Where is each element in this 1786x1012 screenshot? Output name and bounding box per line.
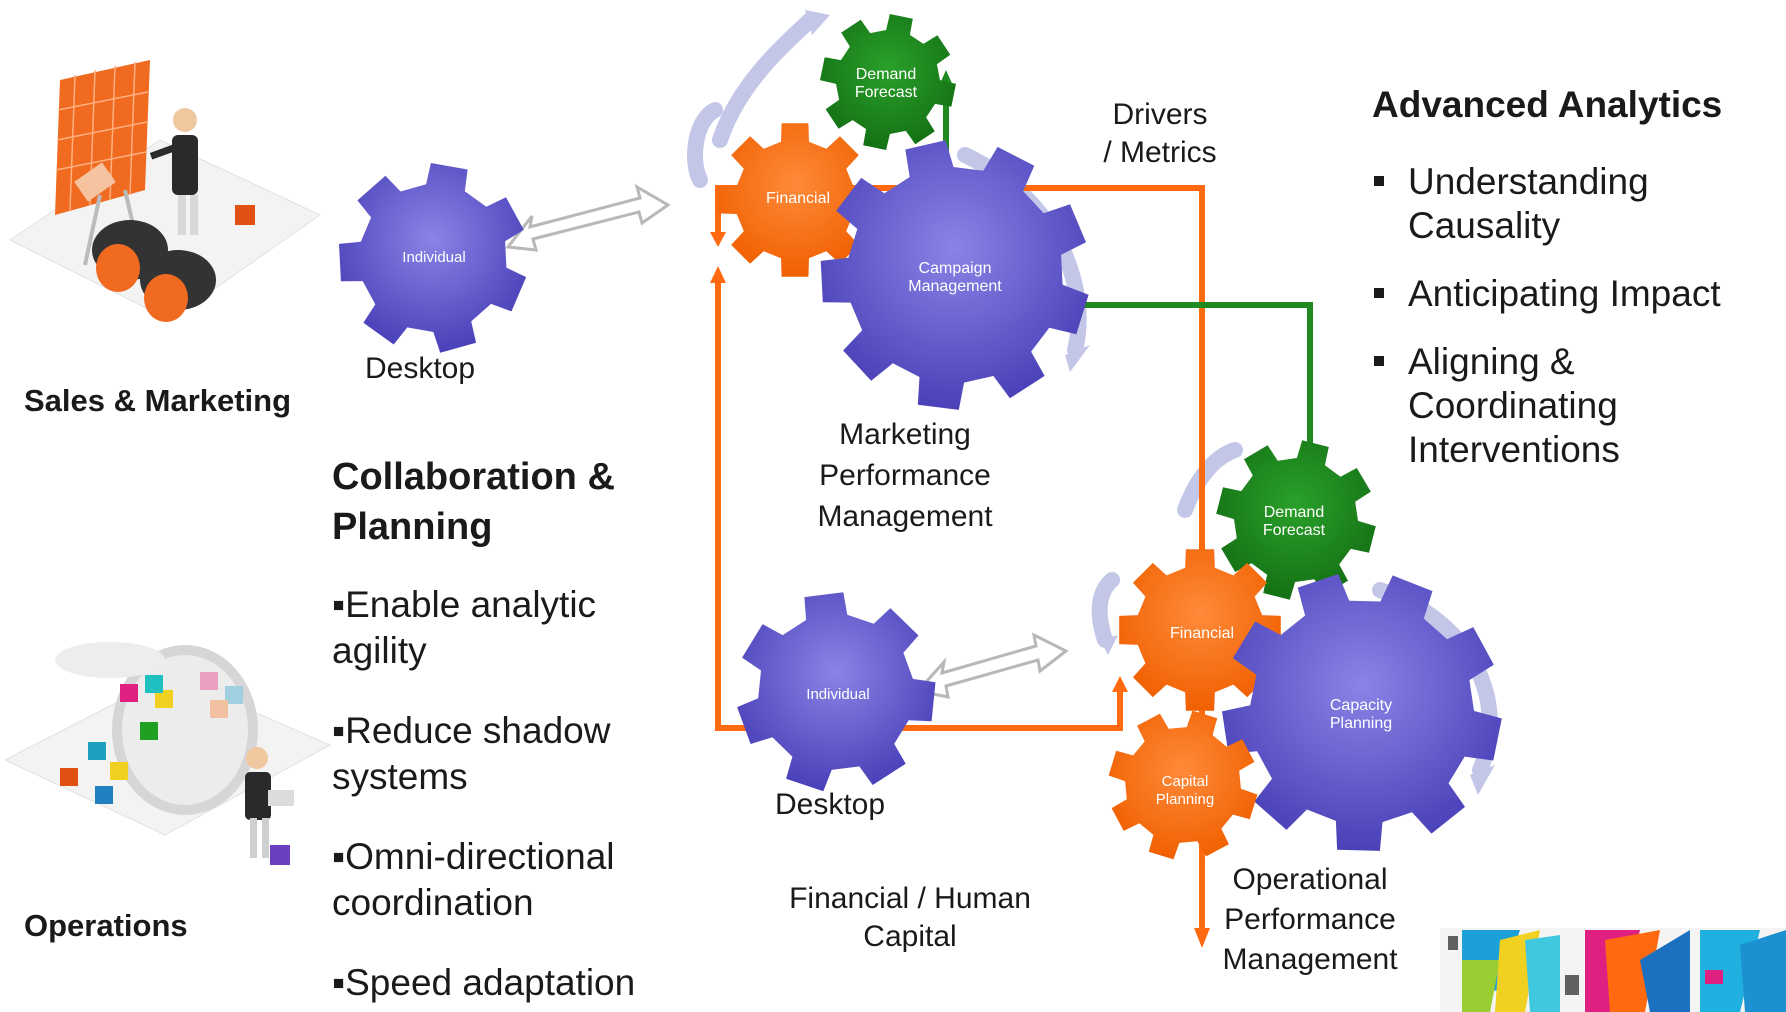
campaign-line1: Campaign	[918, 260, 992, 277]
operations-illustration	[3, 642, 332, 865]
collab-item-3: ▪Omni-directional coordination	[332, 834, 635, 960]
fhc-line2: Capital	[863, 920, 957, 953]
operations-label: Operations	[24, 908, 188, 943]
opm-line2: Performance	[1224, 903, 1396, 936]
demand-top-line2: Forecast	[854, 84, 918, 101]
collaboration-title-line2: Planning	[332, 506, 493, 548]
gear-label-demand-bottom: Demand Forecast	[1244, 504, 1344, 540]
gear-label-campaign: Campaign Management	[885, 260, 1025, 296]
gear-label-capacity: Capacity Planning	[1296, 697, 1426, 733]
collab-item-4-line1: ▪Speed adaptation	[332, 962, 636, 1003]
demand-top-line1: Demand	[855, 66, 917, 83]
bullet-square-icon	[1374, 288, 1384, 298]
collaboration-title: Collaboration & Planning	[332, 452, 615, 552]
mpm-line3: Management	[817, 500, 993, 533]
collab-item-2-line2: systems	[332, 756, 468, 797]
sales-marketing-label: Sales & Marketing	[24, 383, 292, 418]
collab-item-3-line1: ▪Omni-directional	[332, 836, 615, 877]
advanced-item-1-line1: Understanding	[1408, 161, 1649, 202]
advanced-item-2-line1: Anticipating Impact	[1408, 273, 1721, 314]
collab-item-1: ▪Enable analytic agility	[332, 582, 635, 708]
advanced-list: Understanding Causality Anticipating Imp…	[1372, 160, 1721, 472]
drivers-metrics-label: Drivers / Metrics	[1060, 96, 1260, 172]
gear-label-individual-top: Individual	[402, 249, 466, 266]
bullet-square-icon	[1374, 176, 1384, 186]
gear-individual-top-icon	[339, 163, 527, 353]
capacity-line1: Capacity	[1329, 697, 1393, 714]
demand-bottom-line1: Demand	[1263, 504, 1325, 521]
collab-item-3-line2: coordination	[332, 882, 534, 923]
double-arrow-top	[505, 183, 671, 252]
financial-human-capital-caption: Financial / Human Capital	[760, 880, 1060, 956]
capital-line1: Capital	[1161, 773, 1209, 790]
advanced-item-3-line3: Interventions	[1408, 429, 1620, 470]
gear-label-individual-bottom: Individual	[806, 686, 870, 703]
gear-demand-top-icon	[820, 14, 956, 150]
gear-individual-bottom-icon	[737, 592, 936, 792]
sales-marketing-illustration	[9, 60, 321, 322]
ibm-mosaic-logo	[1440, 928, 1786, 1012]
capacity-line2: Planning	[1329, 715, 1393, 732]
mpm-line1: Marketing	[839, 418, 971, 451]
advanced-item-3: Aligning & Coordinating Interventions	[1372, 340, 1721, 472]
advanced-analytics-title: Advanced Analytics	[1372, 84, 1723, 125]
orange-arrowheads	[710, 232, 1210, 948]
gear-label-financial-bottom: Financial	[1169, 625, 1235, 642]
gear-campaign-icon	[820, 140, 1089, 410]
drivers-line1: Drivers	[1112, 98, 1208, 131]
advanced-item-1-line2: Causality	[1408, 205, 1561, 246]
mpm-line2: Performance	[819, 459, 991, 492]
gear-financial-bottom-icon	[1119, 549, 1281, 711]
desktop-label-bottom: Desktop	[774, 788, 886, 821]
collab-item-1-line2: agility	[332, 630, 427, 671]
fhc-line1: Financial / Human	[789, 882, 1031, 915]
bullet-square-icon	[1374, 356, 1384, 366]
gear-label-financial-top: Financial	[765, 190, 831, 207]
gear-capital-icon	[1108, 710, 1258, 860]
gear-capacity-icon	[1222, 574, 1502, 851]
operational-performance-caption: Operational Performance Management	[1190, 860, 1430, 980]
opm-line3: Management	[1222, 943, 1398, 976]
demand-bottom-line2: Forecast	[1262, 522, 1326, 539]
gear-financial-top-icon	[718, 123, 872, 277]
collaboration-list: ▪Enable analytic agility ▪Reduce shadow …	[332, 582, 635, 1006]
capital-line2: Planning	[1155, 791, 1215, 808]
advanced-item-3-line2: Coordinating	[1408, 385, 1618, 426]
collaboration-title-line1: Collaboration &	[332, 456, 615, 498]
desktop-label-top: Desktop	[364, 352, 476, 385]
advanced-item-3-line1: Aligning &	[1408, 341, 1575, 382]
advanced-item-1: Understanding Causality	[1372, 160, 1721, 248]
double-arrow-bottom	[915, 632, 1069, 699]
gear-label-demand-top: Demand Forecast	[836, 66, 936, 102]
collab-item-2: ▪Reduce shadow systems	[332, 708, 635, 834]
gear-label-capital: Capital Planning	[1140, 773, 1230, 809]
collab-item-1-line1: ▪Enable analytic	[332, 584, 597, 625]
gear-demand-bottom-icon	[1216, 440, 1376, 600]
collab-item-4: ▪Speed adaptation	[332, 960, 635, 1006]
cycle-arrowheads	[805, 10, 1495, 795]
campaign-line2: Management	[908, 278, 1002, 295]
marketing-performance-caption: Marketing Performance Management	[770, 414, 1040, 537]
collab-item-2-line1: ▪Reduce shadow	[332, 710, 611, 751]
opm-line1: Operational	[1232, 863, 1388, 896]
drivers-line2: / Metrics	[1103, 136, 1217, 169]
advanced-item-2: Anticipating Impact	[1372, 272, 1721, 316]
